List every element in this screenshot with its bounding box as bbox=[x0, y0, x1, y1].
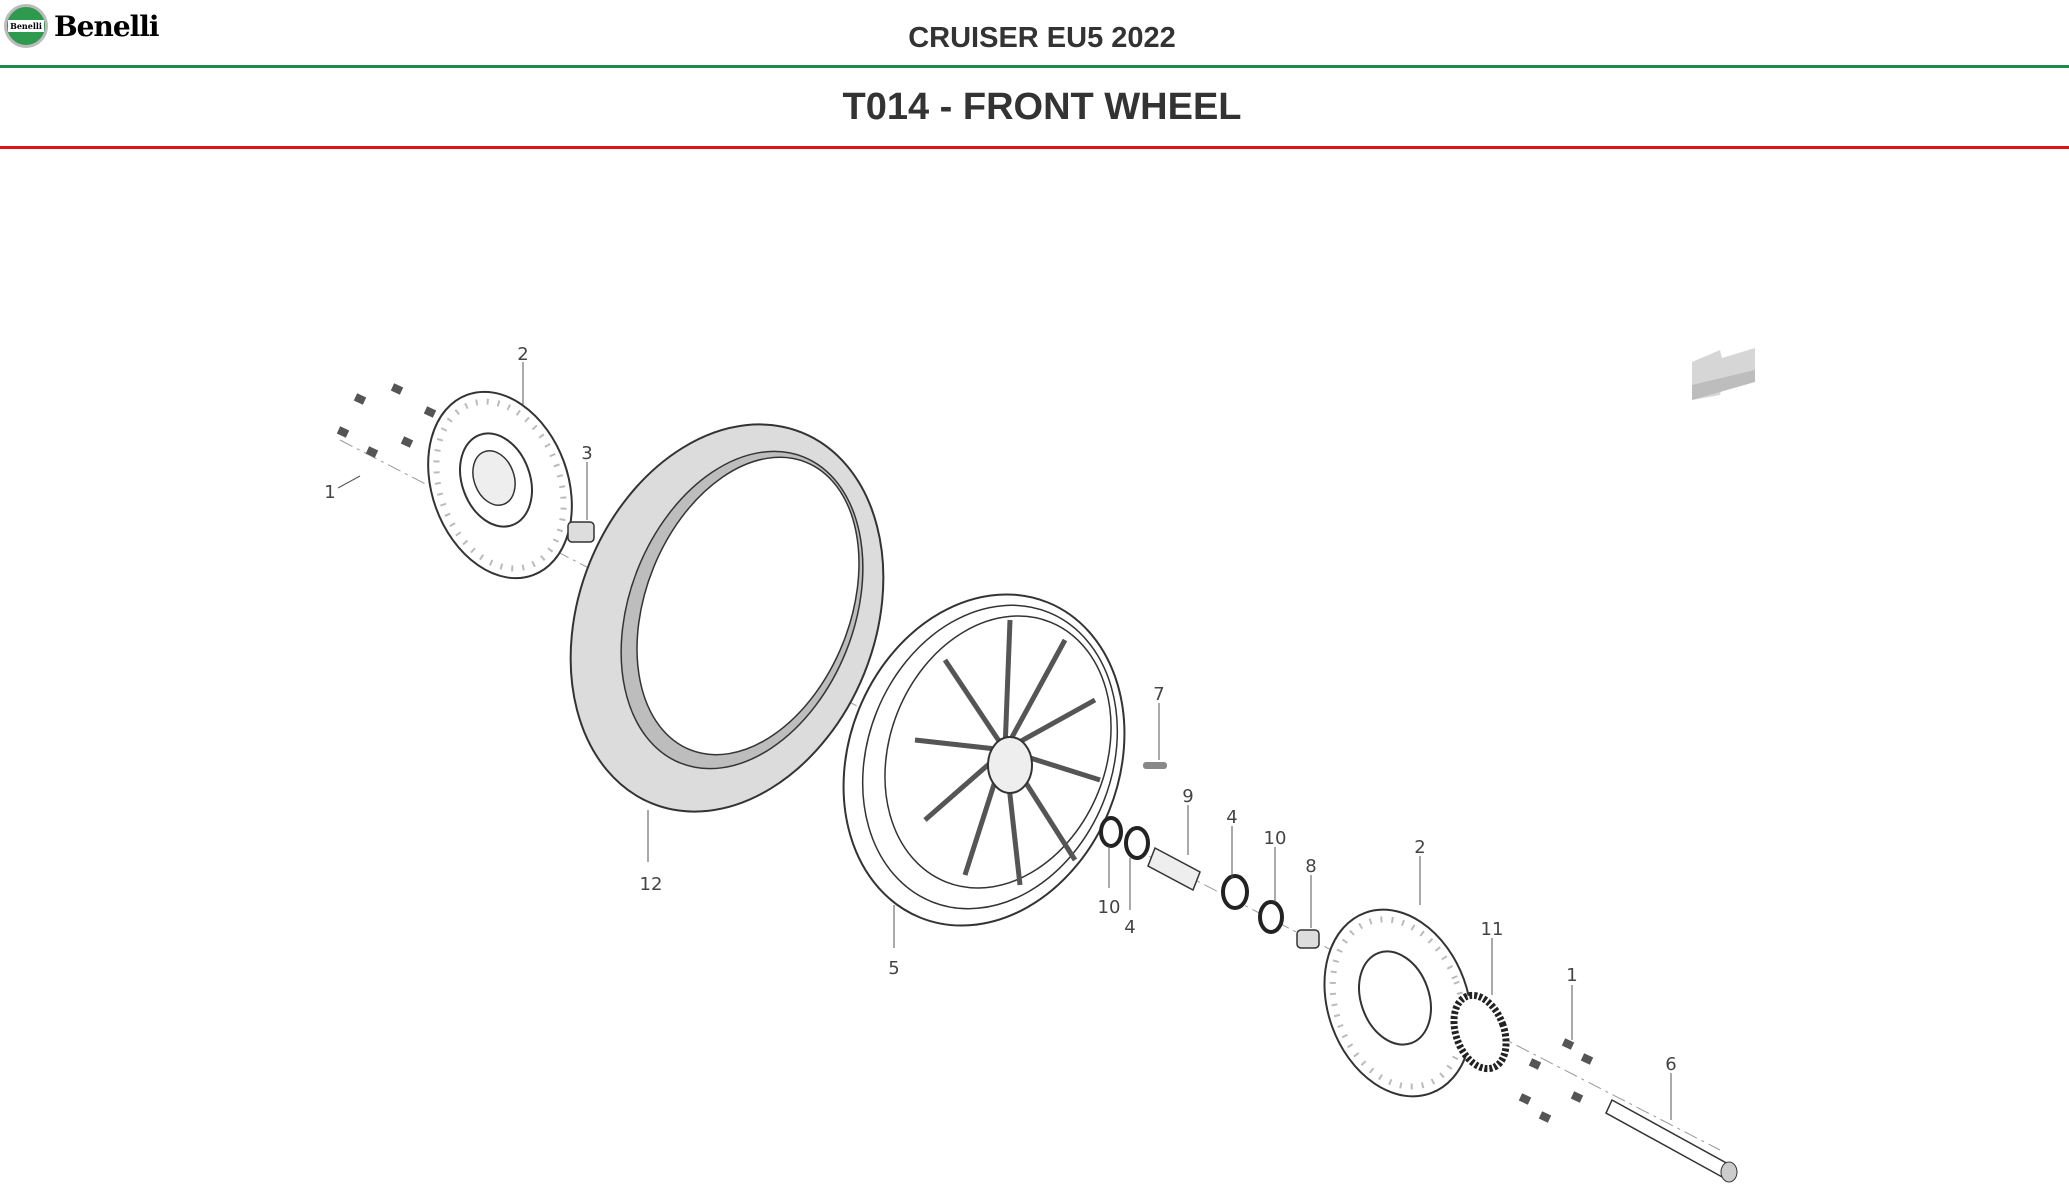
axle bbox=[1605, 1098, 1738, 1183]
spacer-8 bbox=[1296, 929, 1320, 949]
spacer-3 bbox=[567, 521, 595, 543]
left-bolts bbox=[336, 383, 437, 458]
left-brake-disc bbox=[427, 390, 573, 580]
model-name: CRUISER EU5 2022 bbox=[908, 22, 1176, 54]
right-bolts bbox=[1518, 1038, 1594, 1123]
bearings bbox=[1099, 816, 1284, 934]
callout-6: 6 bbox=[1665, 1054, 1676, 1075]
callout-12: 12 bbox=[640, 874, 663, 895]
logo-badge-text: Benelli bbox=[8, 20, 44, 32]
callout-2: 2 bbox=[517, 344, 528, 365]
wheel-rim bbox=[842, 593, 1126, 927]
callout-1b: 1 bbox=[1566, 965, 1577, 986]
brand-logo: Benelli Benelli bbox=[4, 4, 160, 48]
callout-10b: 10 bbox=[1098, 897, 1121, 918]
callout-7: 7 bbox=[1153, 684, 1164, 705]
right-brake-disc bbox=[1323, 908, 1473, 1098]
callout-8: 8 bbox=[1305, 856, 1316, 877]
tire bbox=[569, 423, 885, 813]
page-title: T014 - FRONT WHEEL bbox=[842, 86, 1242, 128]
callout-10: 10 bbox=[1264, 828, 1287, 849]
valve bbox=[1143, 762, 1167, 769]
callout-5: 5 bbox=[888, 958, 899, 979]
callout-4: 4 bbox=[1226, 807, 1237, 828]
abs-tone-ring bbox=[1450, 991, 1510, 1073]
callout-2b: 2 bbox=[1414, 837, 1425, 858]
leader-lines bbox=[337, 362, 1672, 1120]
callout-11: 11 bbox=[1481, 919, 1504, 940]
divider-green bbox=[0, 65, 2069, 68]
callout-9: 9 bbox=[1182, 786, 1193, 807]
direction-arrow-icon bbox=[1692, 348, 1755, 400]
spacer-tube bbox=[1147, 846, 1201, 892]
divider-red bbox=[0, 146, 2069, 149]
callout-4b: 4 bbox=[1124, 917, 1135, 938]
logo-wordmark: Benelli bbox=[54, 9, 160, 43]
logo-badge-icon: Benelli bbox=[4, 4, 48, 48]
callout-1: 1 bbox=[324, 482, 335, 503]
callout-3: 3 bbox=[581, 443, 592, 464]
